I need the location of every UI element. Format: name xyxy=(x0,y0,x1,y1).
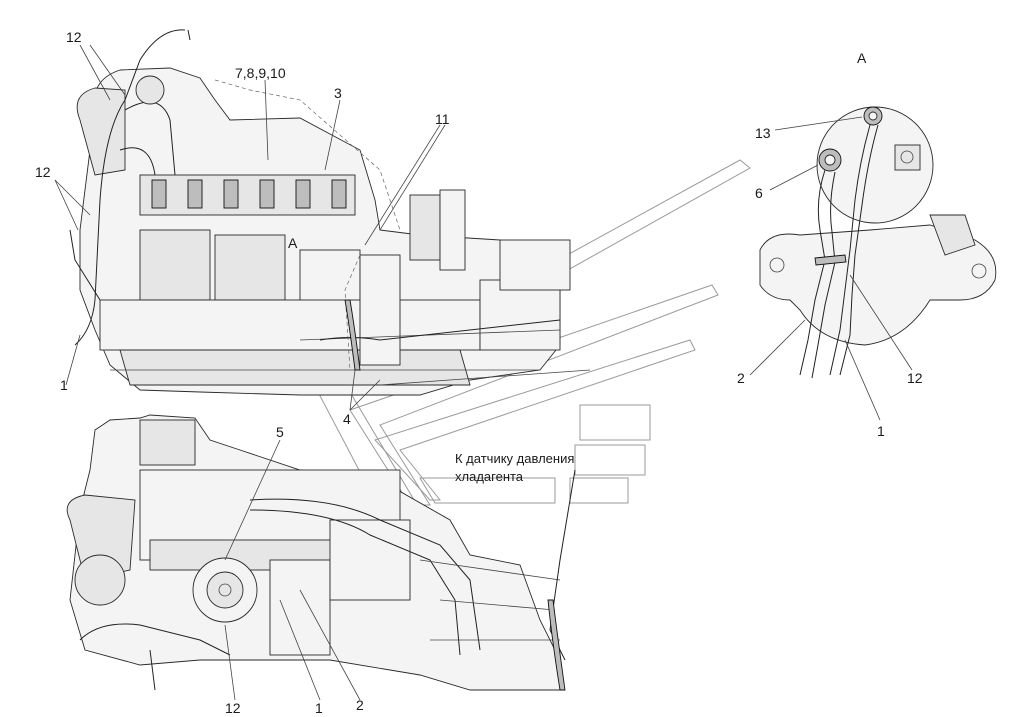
note-line-2: хладагента xyxy=(455,469,524,484)
callout-detail-12: 12 xyxy=(907,370,923,386)
callout-11: 11 xyxy=(435,111,450,127)
inline-view-label: А xyxy=(288,235,298,251)
injector-row xyxy=(151,179,347,209)
callout-bottom-5: 5 xyxy=(276,424,284,440)
detail-view-label: А xyxy=(857,50,867,66)
engine-side-view xyxy=(66,414,576,691)
callout-left-12: 12 xyxy=(35,164,51,180)
callout-7-10: 7,8,9,10 xyxy=(235,65,286,81)
engine-top-view xyxy=(69,29,591,396)
detail-view-a xyxy=(759,106,997,379)
battery-terminal-6 xyxy=(818,148,842,172)
callout-bottom-1: 1 xyxy=(315,700,323,716)
callout-labels: 12 12 1 7,8,9,10 3 11 А 4 5 12 1 2 К дат… xyxy=(35,29,923,716)
leader-lines xyxy=(54,44,913,701)
battery-terminal-13 xyxy=(863,106,883,126)
callout-detail-1: 1 xyxy=(877,423,885,439)
callout-top-12: 12 xyxy=(66,29,82,45)
callout-4: 4 xyxy=(343,411,351,427)
pulley xyxy=(192,557,258,623)
callout-detail-6: 6 xyxy=(755,185,763,201)
callout-detail-2: 2 xyxy=(737,370,745,386)
callout-left-1: 1 xyxy=(60,377,68,393)
callout-detail-13: 13 xyxy=(755,125,771,141)
callout-3: 3 xyxy=(334,85,342,101)
note-line-1: К датчику давления xyxy=(455,451,574,466)
callout-bottom-12: 12 xyxy=(225,700,241,716)
callout-bottom-2: 2 xyxy=(356,697,364,713)
